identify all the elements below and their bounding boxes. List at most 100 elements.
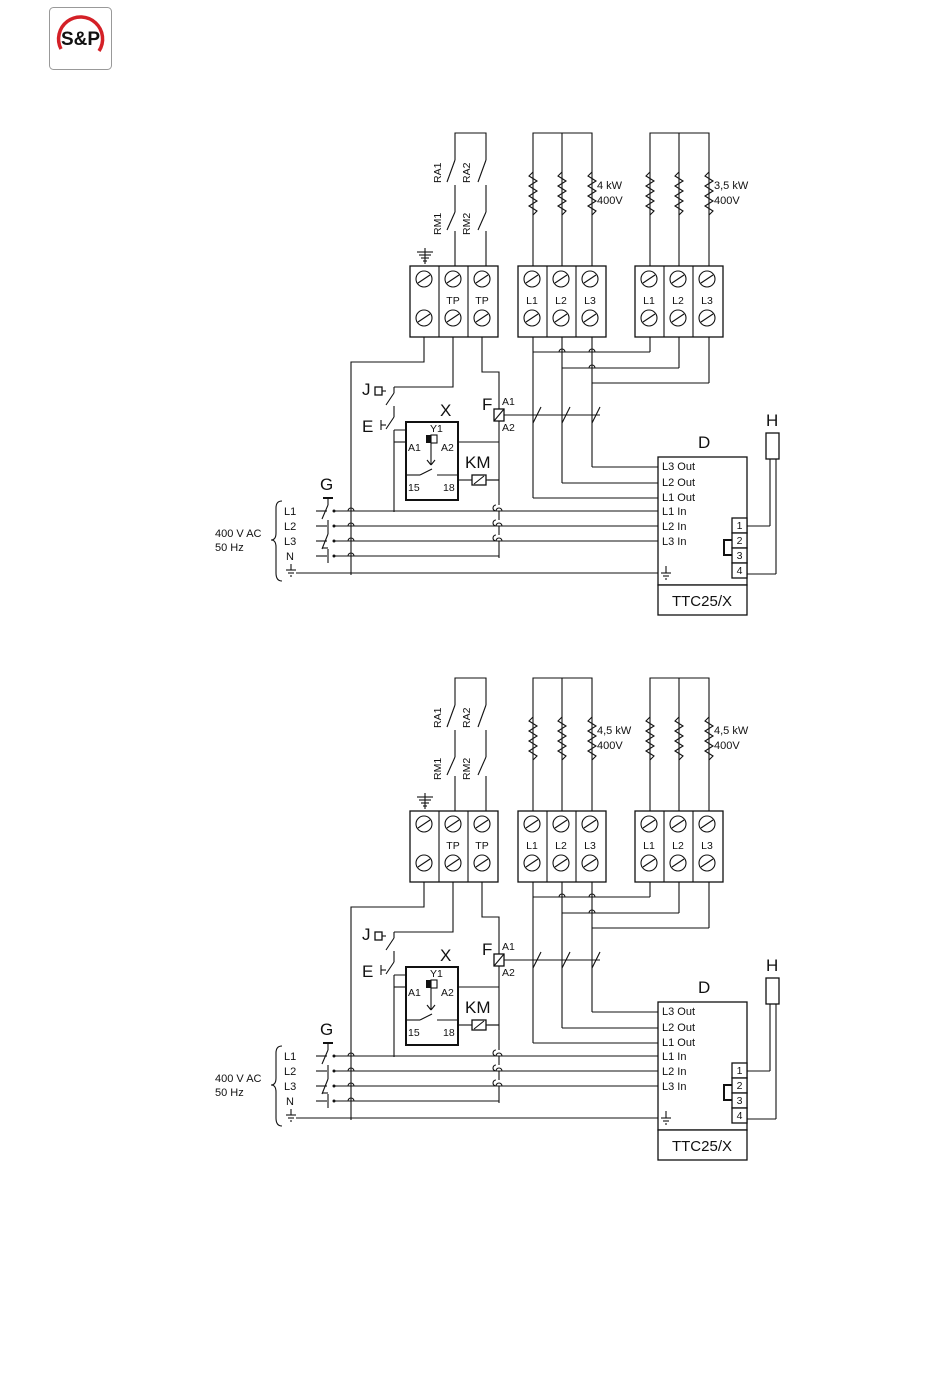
heater-bus-wiring bbox=[532, 882, 710, 1044]
wiring-diagram-svg: RA1 RA2 RM1 RM2 TP TP bbox=[215, 132, 780, 616]
controller-d: D TTC25/X L3 Out L2 Out L1 Out L1 In L2 … bbox=[657, 433, 748, 616]
terminal-block-heater-b: L1 L2 L3 bbox=[634, 265, 724, 338]
supply-n: N bbox=[286, 1096, 294, 1108]
controller-label: D bbox=[698, 433, 710, 452]
safety-contacts: RA1 RA2 RM1 RM2 bbox=[432, 132, 487, 267]
heater-resistors-b: 3,5 kW 400V bbox=[644, 132, 749, 266]
terminal-block-main: TP TP bbox=[409, 265, 499, 338]
heater-b-voltage: 400V bbox=[714, 740, 740, 752]
supply-l3: L3 bbox=[284, 536, 296, 548]
label-rm1: RM1 bbox=[432, 758, 444, 780]
km-label: KM bbox=[465, 453, 491, 472]
sp-logo: S&P bbox=[49, 7, 112, 70]
heater-a-voltage: 400V bbox=[597, 195, 623, 207]
controller-out-l2: L2 Out bbox=[662, 1022, 695, 1034]
relay-y1: Y1 bbox=[430, 423, 443, 435]
relay-a2: A2 bbox=[441, 987, 454, 999]
supply-l2: L2 bbox=[284, 521, 296, 533]
controller-out-l3: L3 Out bbox=[662, 461, 695, 473]
safety-contacts: RA1 RA2 RM1 RM2 bbox=[432, 677, 487, 812]
label-rm2: RM2 bbox=[461, 213, 473, 235]
label-ra2: RA2 bbox=[461, 162, 473, 183]
mains-switch-g: G bbox=[316, 475, 336, 563]
terminal-block-main: TP TP bbox=[409, 810, 499, 883]
heater-resistors-a: 4 kW 400V bbox=[527, 132, 623, 266]
relay-y1: Y1 bbox=[430, 968, 443, 980]
fuse-contactor: F A1 A2 bbox=[482, 940, 601, 979]
heater-b-power: 4,5 kW bbox=[714, 725, 749, 737]
controller-t3: 3 bbox=[737, 550, 743, 562]
controller-t3: 3 bbox=[737, 1095, 743, 1107]
heater-b-l1: L1 bbox=[643, 840, 655, 852]
switch-e-label: E bbox=[362, 962, 373, 981]
label-rm2: RM2 bbox=[461, 758, 473, 780]
controller-d: D TTC25/X L3 Out L2 Out L1 Out L1 In L2 … bbox=[657, 978, 748, 1161]
relay-x: X Y1 A1 A2 15 18 bbox=[394, 401, 459, 501]
switch-g-label: G bbox=[320, 475, 333, 494]
controller-model: TTC25/X bbox=[672, 593, 732, 610]
switch-j-label: J bbox=[362, 380, 371, 399]
heater-b-l2: L2 bbox=[672, 840, 684, 852]
switch-j: J bbox=[362, 925, 395, 962]
fuse-a1: A1 bbox=[502, 396, 515, 408]
controller-t2: 2 bbox=[737, 535, 743, 547]
supply-l3: L3 bbox=[284, 1081, 296, 1093]
km-label: KM bbox=[465, 998, 491, 1017]
switch-e-label: E bbox=[362, 417, 373, 436]
relay-18: 18 bbox=[443, 482, 455, 494]
mains-switch-g: G bbox=[316, 1020, 336, 1108]
controller-in-l2: L2 In bbox=[662, 521, 686, 533]
heater-a-power: 4,5 kW bbox=[597, 725, 632, 737]
heater-b-l3: L3 bbox=[701, 295, 713, 307]
bus-lines bbox=[296, 507, 658, 574]
controller-in-l3: L3 In bbox=[662, 536, 686, 548]
logo-text: S&P bbox=[61, 29, 100, 50]
wiring-diagram-svg: RA1 RA2 RM1 RM2 TP TP bbox=[215, 677, 780, 1161]
controller-in-l2: L2 In bbox=[662, 1066, 686, 1078]
controller-label: D bbox=[698, 978, 710, 997]
relay-x: X Y1 A1 A2 15 18 bbox=[394, 946, 459, 1046]
controller-t1: 1 bbox=[737, 520, 743, 532]
control-wiring bbox=[350, 882, 500, 1120]
relay-label: X bbox=[440, 946, 451, 965]
controller-t4: 4 bbox=[737, 1110, 743, 1122]
heater-a-voltage: 400V bbox=[597, 740, 623, 752]
km-coil: KM bbox=[458, 998, 499, 1031]
heater-a-l2: L2 bbox=[555, 840, 567, 852]
switch-j-label: J bbox=[362, 925, 371, 944]
heater-a-l3: L3 bbox=[584, 295, 596, 307]
controller-in-l1: L1 In bbox=[662, 506, 686, 518]
controller-t2: 2 bbox=[737, 1080, 743, 1092]
sensor-h: H bbox=[747, 411, 780, 575]
controller-out-l1: L1 Out bbox=[662, 1037, 695, 1049]
controller-in-l1: L1 In bbox=[662, 1051, 686, 1063]
supply-labels: 400 V AC 50 Hz L1 L2 L3 N bbox=[215, 500, 296, 582]
fuse-label: F bbox=[482, 395, 492, 414]
logo-arc bbox=[56, 15, 105, 52]
controller-out-l3: L3 Out bbox=[662, 1006, 695, 1018]
earth-symbol-top bbox=[417, 248, 433, 264]
label-rm1: RM1 bbox=[432, 213, 444, 235]
supply-freq: 50 Hz bbox=[215, 1087, 244, 1099]
controller-out-l1: L1 Out bbox=[662, 492, 695, 504]
sensor-h: H bbox=[747, 956, 780, 1120]
km-coil: KM bbox=[458, 453, 499, 486]
relay-a1: A1 bbox=[408, 442, 421, 454]
terminal-block-heater-a: L1 L2 L3 bbox=[517, 265, 607, 338]
terminal-block-heater-b: L1 L2 L3 bbox=[634, 810, 724, 883]
fuse-a2: A2 bbox=[502, 422, 515, 434]
controller-in-l3: L3 In bbox=[662, 1081, 686, 1093]
heater-bus-wiring bbox=[532, 337, 710, 499]
heater-a-l1: L1 bbox=[526, 840, 538, 852]
switch-j: J bbox=[362, 380, 395, 417]
sensor-label: H bbox=[766, 411, 778, 430]
supply-n: N bbox=[286, 551, 294, 563]
relay-a1: A1 bbox=[408, 987, 421, 999]
supply-voltage: 400 V AC bbox=[215, 528, 262, 540]
controller-out-l2: L2 Out bbox=[662, 477, 695, 489]
fuse-label: F bbox=[482, 940, 492, 959]
sensor-label: H bbox=[766, 956, 778, 975]
heater-a-power: 4 kW bbox=[597, 180, 623, 192]
relay-a2: A2 bbox=[441, 442, 454, 454]
heater-a-l2: L2 bbox=[555, 295, 567, 307]
